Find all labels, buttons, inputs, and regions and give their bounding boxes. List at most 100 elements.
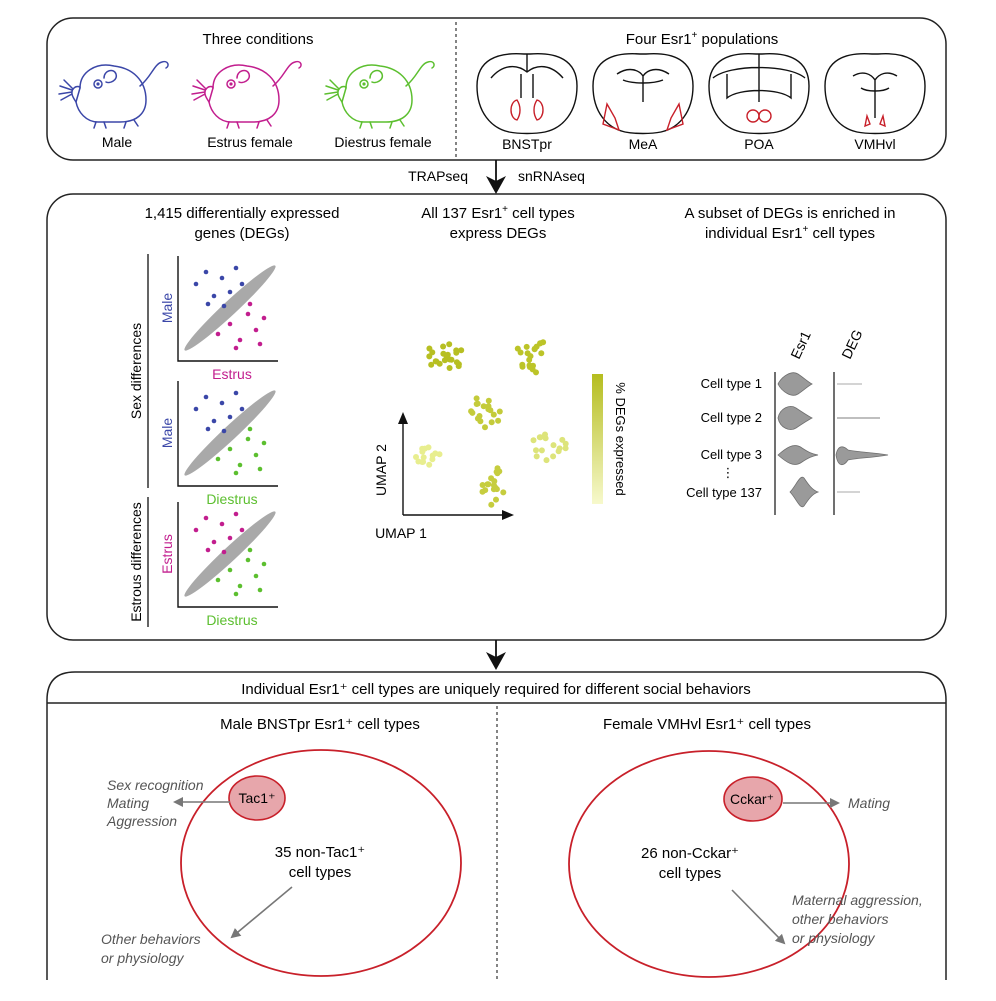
scatter-point xyxy=(193,406,199,412)
scatter-point xyxy=(193,527,199,533)
umap-plot xyxy=(413,339,569,508)
umap-point xyxy=(474,400,481,407)
panel2-border xyxy=(46,193,947,641)
violin-deg xyxy=(835,446,889,466)
enriched-title-line1: A subset of DEGs is enriched in xyxy=(685,205,896,222)
umap-point xyxy=(526,356,533,363)
region-label-vmhvl: VMHvl xyxy=(854,136,895,152)
non-cckar-behavior-3: or physiology xyxy=(792,930,875,946)
non-cckar-count-line2: cell types xyxy=(659,865,722,882)
scatter-axes xyxy=(177,502,278,608)
scatter-point xyxy=(211,539,217,545)
down-arrow-icon xyxy=(486,652,506,670)
umap-cluster xyxy=(413,444,443,468)
umap-point xyxy=(477,418,484,425)
mouse-ear xyxy=(103,69,118,84)
umap-point xyxy=(473,395,480,402)
violin-esr1 xyxy=(777,445,819,465)
scatter-ylabel: Male xyxy=(159,293,175,324)
umap-point xyxy=(562,445,569,452)
scatter-xlabel: Diestrus xyxy=(206,612,257,628)
region-label-poa: POA xyxy=(744,136,774,152)
umap-point xyxy=(500,489,507,496)
umap-point xyxy=(533,453,540,460)
conditions-title: Three conditions xyxy=(203,31,314,48)
umap-point xyxy=(538,447,545,454)
umap-point xyxy=(446,341,453,348)
scatter-point xyxy=(253,573,259,579)
cell-type-label-1: Cell type 1 xyxy=(701,376,762,391)
mouse-whiskers xyxy=(58,79,74,101)
vmhvl-region-right xyxy=(879,113,886,128)
umap-x-label: UMAP 1 xyxy=(375,525,427,541)
mouse-body xyxy=(341,64,413,123)
scatter-ylabel: Estrus xyxy=(159,534,175,574)
umap-cluster xyxy=(530,431,569,464)
scatter-point xyxy=(239,406,245,412)
panel-conditions-populations: Three conditions Four Esr1+ populations … xyxy=(46,17,947,161)
non-cckar-arrow xyxy=(731,889,786,945)
degs-title-line1: 1,415 differentially expressed xyxy=(145,205,340,222)
region-label-bnstpr: BNSTpr xyxy=(502,136,552,152)
scatter-point xyxy=(219,400,225,406)
scatter-point xyxy=(247,301,253,307)
right-heading: Female VMHvl Esr1⁺ cell types xyxy=(603,716,811,733)
umap-x-arrow-icon xyxy=(502,510,514,520)
scatter-point xyxy=(211,293,217,299)
panel2-to-panel3-arrow xyxy=(486,640,506,670)
violin-esr1 xyxy=(789,476,820,508)
brain-ventricles xyxy=(616,68,670,102)
brain-section xyxy=(476,53,578,135)
mouse-pupil xyxy=(96,82,100,86)
umap-point xyxy=(420,458,427,465)
umap-point xyxy=(458,347,465,354)
umap-point xyxy=(517,349,524,356)
scatter-point xyxy=(233,511,239,517)
umap-point xyxy=(420,454,427,461)
cell-type-ellipsis: ⋮ xyxy=(722,465,735,480)
umap-point xyxy=(488,475,495,482)
mouse-ear xyxy=(236,69,251,84)
non-tac1-count-line1: 35 non-Tac1⁺ xyxy=(275,844,365,861)
methods-arrow: TRAPseq snRNAseq xyxy=(408,160,585,194)
umap-y-label: UMAP 2 xyxy=(373,444,389,496)
diagonal-band xyxy=(184,390,276,476)
scatter-point xyxy=(219,521,225,527)
mouse-icons xyxy=(58,60,435,129)
mouse-eye xyxy=(226,79,236,89)
scatter-point xyxy=(233,591,239,597)
scatter-point xyxy=(227,446,233,452)
umap-point xyxy=(495,417,502,424)
umap-point xyxy=(440,343,447,350)
non-cckar-behavior-1: Maternal aggression, xyxy=(792,892,923,908)
cell-type-label-3: Cell type 3 xyxy=(701,447,762,462)
panel-degs: 1,415 differentially expressed genes (DE… xyxy=(46,193,947,641)
umap-point xyxy=(543,457,550,464)
scatter-point xyxy=(233,470,239,476)
scatter-point xyxy=(239,527,245,533)
mouse-feet xyxy=(93,119,139,129)
left-heading: Male BNSTpr Esr1⁺ cell types xyxy=(220,716,420,733)
enriched-title-line2: individual Esr1+ cell types xyxy=(705,224,875,242)
umap-point xyxy=(533,447,539,454)
scatter-point xyxy=(245,436,251,442)
umap-point xyxy=(490,486,497,493)
scatter-point xyxy=(257,341,263,347)
violin-header-esr1: Esr1 xyxy=(787,328,814,361)
umap-point xyxy=(537,340,544,347)
scatter-point xyxy=(211,418,217,424)
umap-point xyxy=(490,411,497,418)
bnstpr-region-left xyxy=(510,99,521,121)
mouse-body xyxy=(75,64,147,123)
umap-point xyxy=(479,482,486,488)
scatter-point xyxy=(247,426,253,432)
mouse-body xyxy=(208,64,280,123)
celltypes-title-line1: All 137 Esr1+ cell types xyxy=(421,204,574,222)
scatter-axes xyxy=(177,256,278,362)
umap-point xyxy=(523,343,530,350)
non-tac1-behavior-2: or physiology xyxy=(101,950,184,966)
mouse-snout xyxy=(337,85,347,103)
umap-point xyxy=(484,481,491,488)
mea-region-right xyxy=(665,102,684,132)
